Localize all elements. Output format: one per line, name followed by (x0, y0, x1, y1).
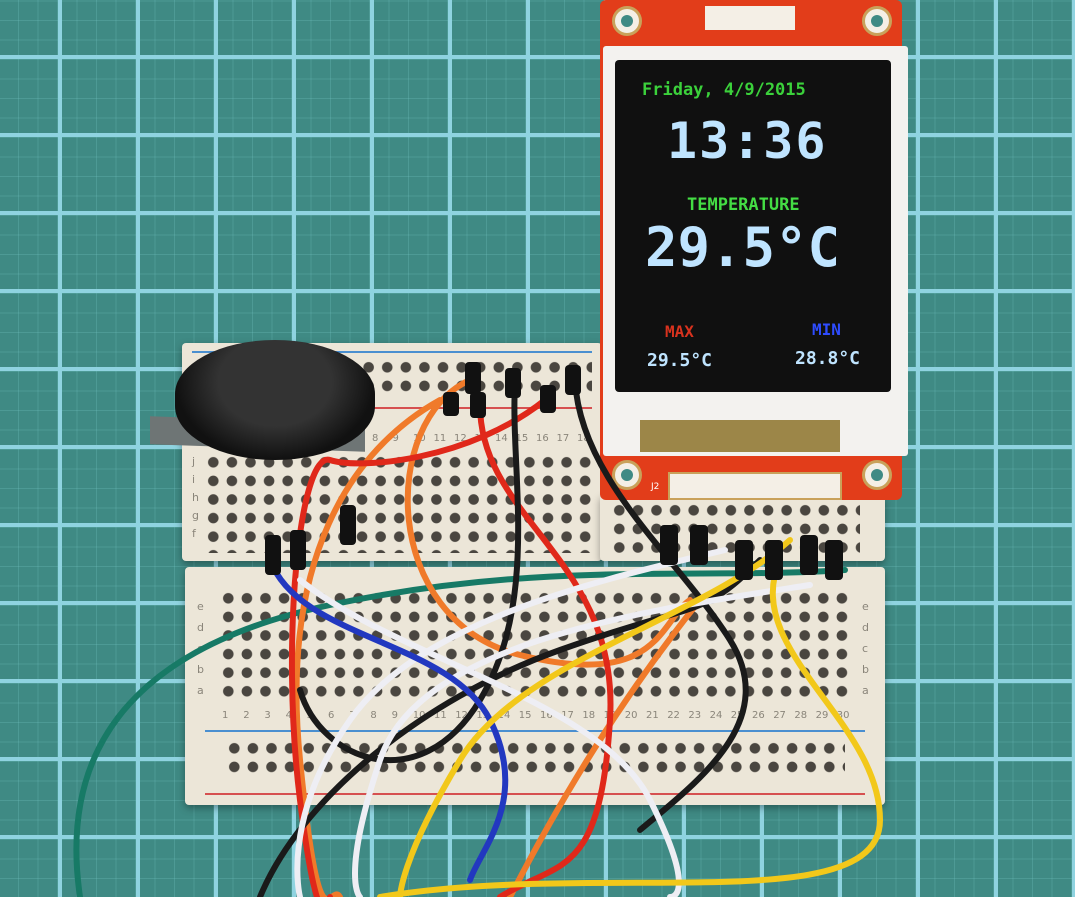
ribbon-cable (640, 420, 840, 452)
header-pins (668, 472, 842, 500)
column-number: 23 (688, 710, 702, 721)
mounting-hole (612, 6, 642, 36)
column-number: 21 (646, 710, 659, 721)
row-letter: a (197, 684, 204, 697)
wire-orange-3 (507, 597, 703, 897)
column-number: 14 (497, 710, 511, 721)
column-number: 15 (518, 710, 532, 721)
column-number: 15 (515, 433, 529, 444)
column-number: 25 (730, 710, 744, 721)
wire-red (477, 402, 614, 897)
connector-label: J2 (651, 482, 660, 492)
column-number: 27 (773, 710, 786, 721)
mounting-hole (612, 460, 642, 490)
temperature-value: 29.5°C (645, 216, 841, 279)
column-number: 1 (222, 710, 229, 721)
column-number: 11 (433, 433, 447, 444)
temperature-label: TEMPERATURE (687, 195, 800, 215)
wire-plugs (265, 362, 843, 580)
wire-white-3 (297, 577, 682, 897)
column-number: 12 (454, 433, 467, 444)
column-number: 16 (536, 433, 549, 444)
rail-line-blue (205, 730, 865, 732)
column-number: 11 (434, 710, 447, 721)
row-letter: h (192, 491, 199, 504)
min-value: 28.8°C (795, 348, 861, 369)
column-number: 26 (752, 710, 765, 721)
mounting-hole (862, 6, 892, 36)
column-number: 6 (328, 710, 335, 721)
column-number: 16 (540, 710, 553, 721)
column-number: 14 (495, 433, 508, 444)
row-letter: b (862, 663, 869, 676)
row-letter: g (192, 509, 199, 522)
wire-orange (404, 377, 693, 668)
column-number: 28 (794, 710, 808, 721)
row-letter: f (192, 527, 196, 540)
wire-white-2 (352, 582, 813, 897)
wire-yellow (397, 537, 793, 897)
max-label: MAX (665, 322, 694, 341)
column-number: 8 (372, 433, 379, 444)
column-number: 12 (455, 710, 468, 721)
wire-blue (267, 557, 509, 883)
row-letter: d (862, 621, 869, 634)
wire-yellow-2 (377, 557, 884, 897)
mounting-hole (862, 460, 892, 490)
sd-pins (705, 6, 795, 30)
min-label: MIN (812, 320, 841, 339)
row-letter: e (862, 600, 869, 613)
row-letter: i (192, 473, 196, 486)
column-number: 10 (412, 710, 426, 721)
rail-line-blue (192, 351, 592, 353)
rail-line-red (192, 407, 592, 409)
column-number: 8 (370, 710, 377, 721)
row-letter: c (862, 642, 869, 655)
column-number: 4 (285, 710, 292, 721)
tft-screen: Friday, 4/9/2015 13:36 TEMPERATURE 29.5°… (615, 60, 891, 392)
date-text: Friday, 4/9/2015 (642, 80, 806, 100)
column-number: 9 (392, 433, 399, 444)
row-letter: e (197, 600, 204, 613)
wire-black-2 (572, 377, 749, 833)
column-number: 2 (243, 710, 250, 721)
wire-white (294, 547, 728, 897)
column-number: 18 (582, 710, 596, 721)
rail-line-red (205, 793, 865, 795)
wire-teal (73, 567, 848, 897)
column-number: 18 (577, 433, 590, 444)
column-number: 24 (709, 710, 723, 721)
column-number: 17 (556, 433, 570, 444)
row-letter: b (197, 663, 204, 676)
column-number: 9 (391, 710, 398, 721)
column-number: 22 (667, 710, 680, 721)
column-number: 20 (624, 710, 638, 721)
max-value: 29.5°C (647, 350, 713, 371)
row-letter: j (192, 455, 196, 468)
time-text: 13:36 (667, 112, 828, 170)
column-number: 3 (264, 710, 271, 721)
row-letter: a (862, 684, 869, 697)
column-number: 29 (815, 710, 829, 721)
column-number: 17 (561, 710, 574, 721)
column-number: 30 (836, 710, 850, 721)
buzzer (175, 340, 375, 460)
column-number: 13 (476, 710, 490, 721)
row-letter: d (197, 621, 204, 634)
